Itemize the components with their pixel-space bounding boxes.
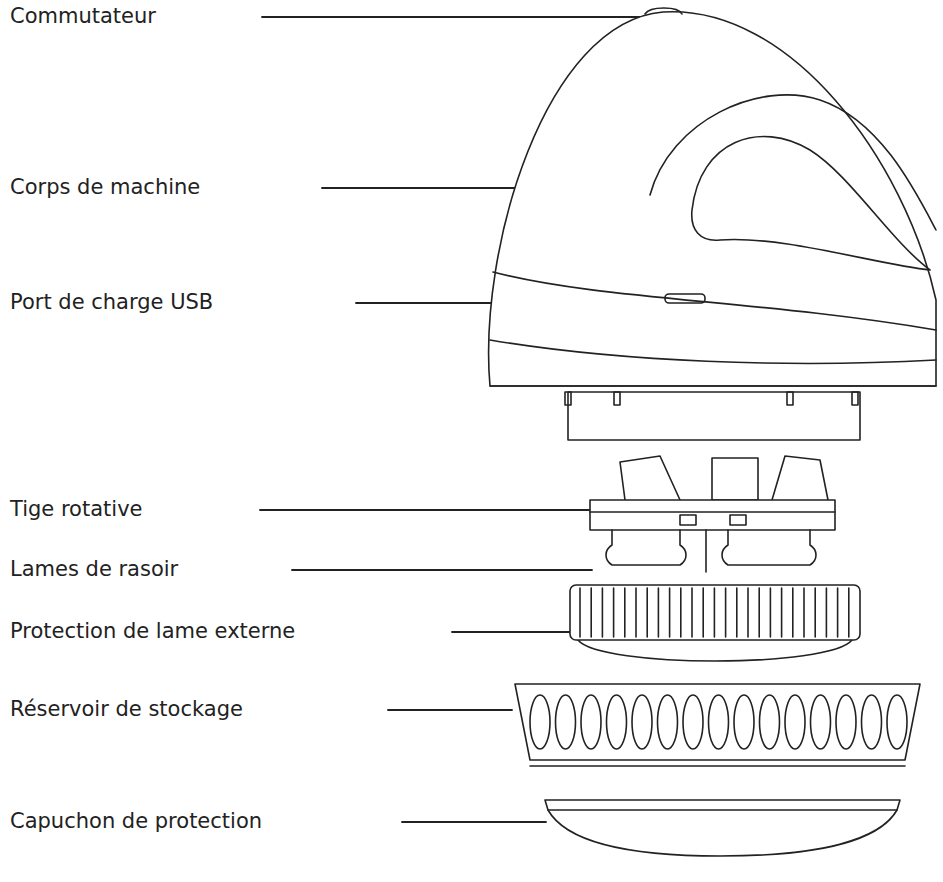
container-scallop bbox=[581, 695, 601, 749]
guard-rib bbox=[579, 588, 581, 637]
container-scallop bbox=[734, 695, 754, 749]
guard-rib bbox=[669, 588, 671, 637]
razor-blade bbox=[722, 530, 816, 565]
guard-rib bbox=[613, 588, 615, 637]
container-scallop bbox=[632, 695, 652, 749]
body-base bbox=[490, 385, 936, 387]
machine-body bbox=[489, 8, 936, 440]
shaft-detail bbox=[680, 515, 696, 525]
body-tab bbox=[614, 392, 620, 405]
part-label: Commutateur bbox=[8, 4, 158, 29]
container-base bbox=[530, 765, 905, 767]
leader-line bbox=[402, 821, 546, 823]
body-collar bbox=[568, 392, 860, 440]
guard-rib bbox=[590, 588, 592, 637]
shaft-post bbox=[712, 458, 758, 500]
shaft-plate bbox=[590, 500, 835, 530]
container-scallop bbox=[836, 695, 856, 749]
guard-rib bbox=[646, 588, 648, 637]
storage-container bbox=[515, 684, 920, 766]
container-scallop bbox=[530, 695, 550, 749]
shaft-post bbox=[772, 456, 828, 500]
leader-line bbox=[452, 631, 575, 633]
guard-rib bbox=[702, 588, 704, 637]
guard-ring bbox=[570, 585, 860, 640]
shaft-detail bbox=[730, 515, 746, 525]
guard-rib bbox=[725, 588, 727, 637]
shaft-axis bbox=[705, 530, 707, 572]
container-scallop bbox=[607, 695, 627, 749]
guard-rib bbox=[747, 588, 749, 637]
body-swoosh bbox=[692, 137, 930, 271]
container-scallop bbox=[862, 695, 882, 749]
guard-rib bbox=[602, 588, 604, 637]
body-tab bbox=[852, 392, 858, 405]
container-scallop bbox=[785, 695, 805, 749]
usb-port bbox=[665, 294, 705, 303]
leader-line bbox=[292, 569, 592, 571]
blade-guard bbox=[570, 585, 860, 661]
cap-rim bbox=[548, 809, 897, 811]
body-band bbox=[493, 272, 936, 330]
body-tab bbox=[565, 392, 571, 405]
container-scallop bbox=[658, 695, 678, 749]
container-scallop bbox=[811, 695, 831, 749]
part-label: Port de charge USB bbox=[8, 290, 215, 315]
part-label: Tige rotative bbox=[8, 497, 144, 522]
container-rim bbox=[515, 684, 920, 760]
leader-line bbox=[388, 709, 512, 711]
guard-rib bbox=[848, 588, 850, 637]
body-band bbox=[490, 340, 936, 363]
container-scallop bbox=[760, 695, 780, 749]
guard-rib bbox=[691, 588, 693, 637]
guard-rib bbox=[770, 588, 772, 637]
guard-rib bbox=[814, 588, 816, 637]
part-label: Lames de rasoir bbox=[8, 557, 180, 582]
guard-rib bbox=[781, 588, 783, 637]
protective-cap bbox=[545, 800, 900, 856]
guard-rib bbox=[635, 588, 637, 637]
guard-rib bbox=[736, 588, 738, 637]
part-label: Réservoir de stockage bbox=[8, 697, 245, 722]
guard-dome bbox=[578, 640, 852, 661]
rotating-shaft bbox=[590, 456, 835, 572]
guard-rib bbox=[837, 588, 839, 637]
guard-rib bbox=[658, 588, 660, 637]
cap-dome bbox=[545, 800, 900, 856]
leader-line bbox=[260, 509, 592, 511]
container-scallop bbox=[556, 695, 576, 749]
shaft-plate-edge bbox=[590, 511, 835, 513]
container-scallop bbox=[683, 695, 703, 749]
container-scallop bbox=[709, 695, 729, 749]
razor-blade bbox=[606, 530, 686, 565]
body-swoosh bbox=[650, 95, 936, 230]
guard-rib bbox=[803, 588, 805, 637]
part-label: Protection de lame externe bbox=[8, 619, 297, 644]
part-label: Capuchon de protection bbox=[8, 809, 264, 834]
guard-rib bbox=[758, 588, 760, 637]
guard-rib bbox=[680, 588, 682, 637]
body-tab bbox=[787, 392, 793, 405]
body-dome bbox=[489, 12, 936, 386]
part-label: Corps de machine bbox=[8, 175, 202, 200]
guard-rib bbox=[826, 588, 828, 637]
switch-button bbox=[645, 8, 682, 14]
guard-rib bbox=[792, 588, 794, 637]
leader-line bbox=[262, 16, 658, 18]
leader-line bbox=[322, 187, 515, 189]
container-scallop bbox=[887, 695, 907, 749]
guard-rib bbox=[624, 588, 626, 637]
guard-rib bbox=[714, 588, 716, 637]
shaft-post bbox=[620, 456, 680, 500]
